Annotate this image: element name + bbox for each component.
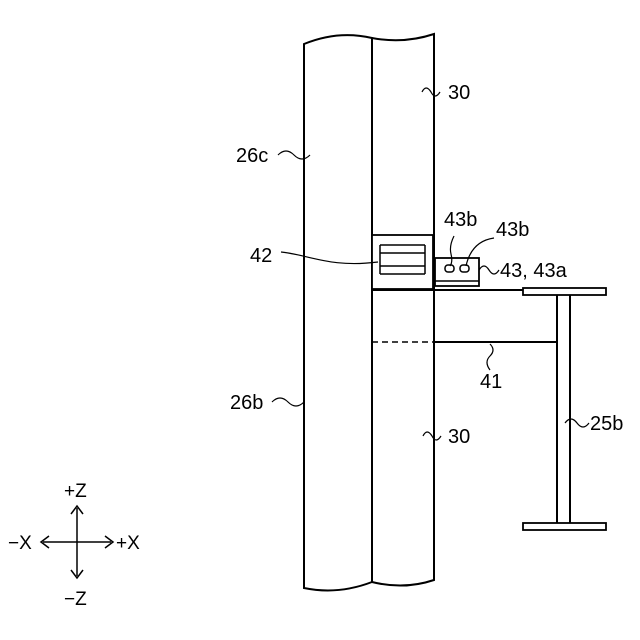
label-30-upper: 30 <box>448 82 470 104</box>
axis-plus-z: +Z <box>64 481 87 502</box>
label-41: 41 <box>480 371 502 393</box>
label-26c: 26c <box>236 145 268 167</box>
label-43b-lower: 43b <box>496 219 529 241</box>
i-beam-25b <box>523 288 606 530</box>
label-25b: 25b <box>590 413 623 435</box>
column-30 <box>372 34 434 586</box>
label-30-lower: 30 <box>448 426 470 448</box>
axis-minus-z: −Z <box>64 589 87 610</box>
column-body <box>304 35 372 590</box>
axis-indicator: +Z −Z −X +X <box>8 481 140 610</box>
label-43b-upper: 43b <box>444 209 477 231</box>
label-42: 42 <box>250 245 272 267</box>
label-26b: 26b <box>230 392 263 414</box>
connector-43 <box>435 258 479 286</box>
axis-minus-x: −X <box>8 533 32 554</box>
axis-plus-x: +X <box>116 533 140 554</box>
label-43-43a: 43, 43a <box>500 260 568 282</box>
bracket-42 <box>372 235 433 289</box>
